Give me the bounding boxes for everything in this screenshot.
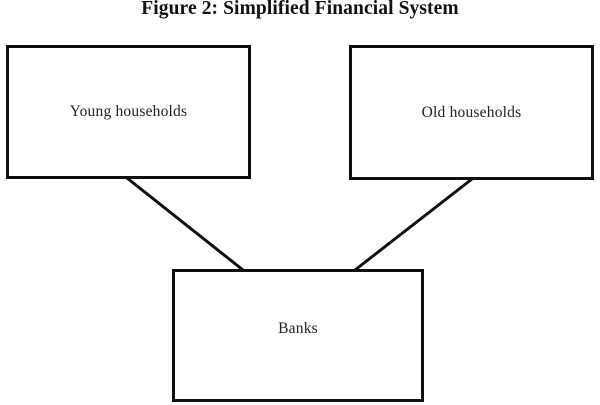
- node-label-banks: Banks: [278, 319, 318, 337]
- node-label-old-households: Old households: [421, 103, 522, 121]
- edge-old-to-banks: [354, 177, 473, 272]
- figure-title: Figure 2: Simplified Financial System: [141, 0, 459, 19]
- node-label-young-households: Young households: [69, 103, 188, 120]
- node-banks: Banks: [172, 269, 424, 402]
- node-old-households: Old households: [349, 45, 594, 180]
- node-young-households: Young households: [6, 45, 251, 179]
- edge-young-to-banks: [126, 176, 244, 272]
